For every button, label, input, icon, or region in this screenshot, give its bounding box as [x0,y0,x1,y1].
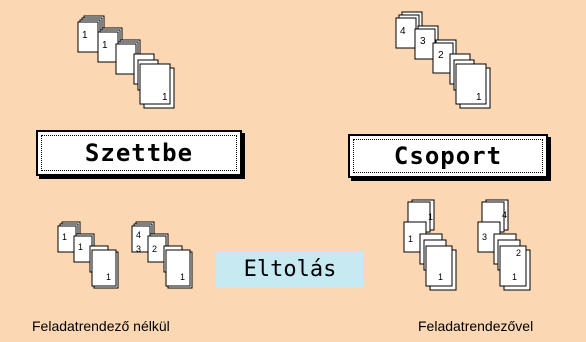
caption-with-sorter: Feladatrendezővel [418,318,534,334]
csoport-button[interactable]: Csoport [348,134,548,178]
paper-stack-with-sorter-icon-b: 4 3 2 1 [477,199,531,291]
page-number: 2 [438,50,444,61]
paper-stack-collated-icon: 1 1 1 [77,15,175,109]
szettbe-button[interactable]: Szettbe [36,130,242,176]
page-number: 1 [438,272,443,282]
paper-stack-without-sorter-icon-a: 1 1 1 [57,221,119,289]
eltolas-label: Eltolás [216,251,364,287]
page-number: 3 [420,36,426,47]
page-number: 3 [136,244,141,254]
page-number: 1 [428,212,433,222]
caption-without-sorter: Feladatrendező nélkül [32,318,170,334]
paper-stack-with-sorter-icon-a: 1 1 1 [403,199,457,291]
page-number: 1 [106,272,111,282]
page-number: 4 [136,230,141,240]
page-number: 1 [102,40,108,51]
paper-stack-grouped-icon: 4 3 2 1 [395,11,491,109]
page-number: 4 [400,26,406,37]
page-number: 1 [476,92,482,103]
page-number: 1 [180,272,185,282]
page-number: 3 [482,232,487,242]
page-number: 1 [62,232,67,242]
page-number: 1 [78,242,83,252]
page-number: 1 [512,272,517,282]
page-number: 2 [152,244,157,254]
page-number: 4 [502,210,507,220]
page-number: 1 [162,92,168,103]
paper-stack-without-sorter-icon-b: 4 3 2 1 [131,221,193,289]
page-number: 1 [82,30,88,41]
page-number: 1 [408,234,413,244]
page-number: 2 [516,248,521,258]
